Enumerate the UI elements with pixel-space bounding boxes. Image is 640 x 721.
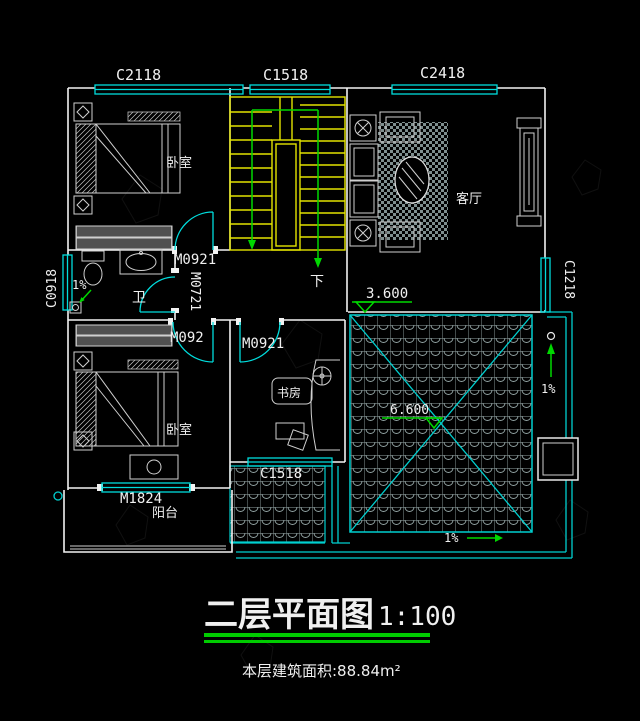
title-underline-2: [204, 640, 430, 643]
balcony-walls: [53, 490, 233, 553]
roof-ridge-lines: [349, 314, 533, 533]
annotations: [352, 301, 556, 542]
window-c2118: [94, 84, 244, 95]
labels: C2118 C1518 C2418 C0918 C1218 C1518 M092…: [45, 64, 576, 545]
bed-2: [95, 371, 179, 447]
roof-drain-circle: [546, 331, 556, 341]
balcony-door-m1824: [101, 482, 191, 493]
window-c1218: [540, 257, 551, 313]
drawing-scale: 1:100: [378, 602, 456, 632]
room-label-living: 客厅: [456, 191, 482, 207]
title-underline-1: [204, 633, 430, 637]
bathroom-fixtures: [69, 249, 163, 314]
sink: [119, 249, 163, 275]
wardrobe-1: [75, 225, 173, 238]
roof-small: [229, 465, 350, 544]
slope-label-roof-bottom: 1%: [444, 531, 459, 545]
window-c0918: [62, 254, 73, 311]
study-rug: [271, 377, 313, 405]
room-label-bathroom: 卫: [132, 290, 146, 306]
title-block: 二层平面图 1:100 本层建筑面积:88.84m²: [204, 595, 456, 680]
wardrobe-2: [75, 324, 173, 336]
armchair-top: [379, 111, 421, 143]
chimney: [537, 437, 579, 481]
elevation-6600: 6.600: [390, 403, 429, 418]
room-label-study: 书房: [277, 385, 301, 400]
window-label-c1518-bottom: C1518: [260, 466, 302, 482]
armchair-bottom: [379, 221, 421, 253]
stair-walk-line: [251, 109, 319, 262]
windows: [62, 84, 551, 493]
bedroom1-furniture: [73, 102, 181, 250]
doors: [139, 211, 281, 363]
window-c1518-top: [249, 84, 331, 95]
door-bathroom: [139, 276, 176, 313]
staircase: [229, 96, 346, 268]
door-label-bathroom: M0721: [187, 272, 202, 311]
bedroom2-furniture: [73, 324, 179, 480]
room-label-bedroom1: 卧室: [166, 155, 192, 171]
door-label-bedroom1: M0921: [174, 252, 216, 268]
door-study: [239, 321, 281, 363]
window-label-c1518-top: C1518: [263, 66, 308, 84]
chair: [287, 429, 309, 451]
door-label-balcony: M1824: [120, 491, 162, 507]
door-bedroom2: [172, 321, 214, 363]
door-label-bedroom2: M092: [170, 330, 204, 346]
room-label-balcony: 阳台: [152, 506, 178, 521]
door-bedroom1: [174, 211, 214, 251]
stair-down-label: 下: [310, 274, 324, 290]
bed-1: [95, 123, 181, 194]
window-label-c2118: C2118: [116, 66, 161, 84]
study-furniture: [271, 359, 340, 451]
toilet: [81, 250, 105, 262]
window-c2418: [391, 84, 498, 95]
living-room-furniture: [349, 111, 542, 253]
roof-eave-outline: [236, 311, 573, 559]
room-label-bedroom2: 卧室: [166, 422, 192, 438]
window-c1518-bottom: [247, 457, 333, 467]
watermarks: [115, 159, 602, 676]
desk: [310, 359, 340, 451]
area-note: 本层建筑面积:88.84m²: [242, 662, 401, 680]
drawing-title: 二层平面图: [204, 595, 374, 635]
window-label-c1218: C1218: [561, 260, 576, 299]
roof-main: [349, 314, 533, 533]
window-label-c2418: C2418: [420, 64, 465, 82]
slope-label-roof-right: 1%: [541, 382, 556, 396]
window-label-c0918: C0918: [45, 269, 60, 308]
floor-drain: [69, 301, 82, 314]
walls: [67, 87, 546, 491]
elevation-3600: 3.600: [366, 286, 408, 302]
door-label-study: M0921: [242, 336, 284, 352]
slope-label-bath: 1%: [72, 278, 87, 292]
sofa-seat: [349, 143, 379, 181]
balcony-drain-pipe: [53, 491, 63, 501]
